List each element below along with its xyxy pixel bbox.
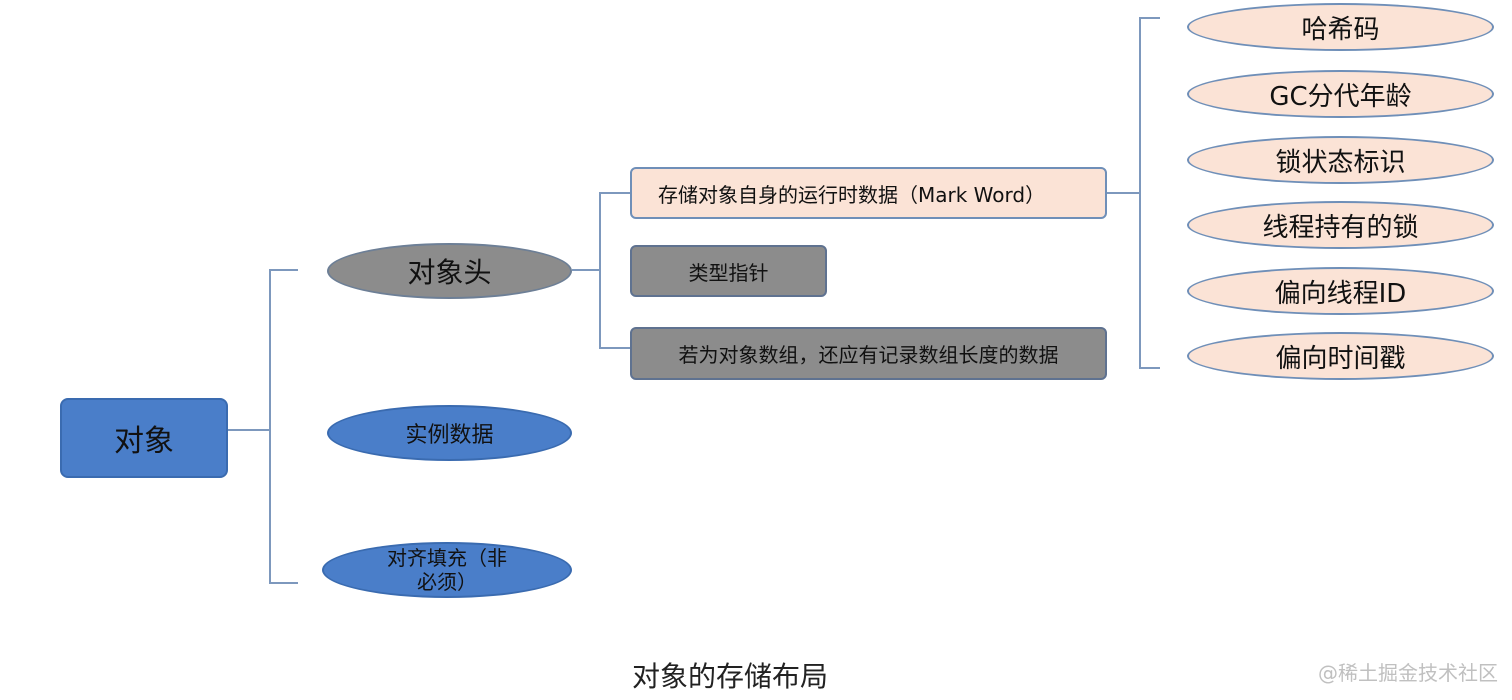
field-thread-lock: 线程持有的锁 [1187,201,1494,249]
field-gc-age-label: GC分代年龄 [1269,81,1412,112]
field-biased-thread-id: 偏向线程ID [1187,267,1494,315]
field-lock-state: 锁状态标识 [1187,136,1494,184]
node-array-length-label: 若为对象数组，还应有记录数组长度的数据 [678,343,1059,367]
field-biased-thread-id-label: 偏向线程ID [1274,278,1407,309]
node-instance-data-label: 实例数据 [405,423,494,448]
field-biased-timestamp-label: 偏向时间戳 [1275,343,1406,374]
node-padding-label: 对齐填充（非 必须） [387,546,507,594]
diagram-caption: 对象的存储布局 [631,660,828,693]
node-instance-data: 实例数据 [327,405,572,461]
node-type-pointer-label: 类型指针 [688,260,769,285]
node-array-length: 若为对象数组，还应有记录数组长度的数据 [630,327,1107,380]
field-gc-age: GC分代年龄 [1187,70,1494,118]
node-padding: 对齐填充（非 必须） [322,542,572,598]
node-mark-word: 存储对象自身的运行时数据（Mark Word） [630,167,1107,219]
field-biased-timestamp: 偏向时间戳 [1187,332,1494,380]
watermark-text: @稀土掘金技术社区 [1318,661,1498,685]
node-object-header-label: 对象头 [407,256,492,289]
root-node-label: 对象 [114,424,174,459]
connector-header-branch [572,192,630,349]
field-thread-lock-label: 线程持有的锁 [1262,212,1419,243]
field-hash-code-label: 哈希码 [1301,14,1380,45]
root-node-object: 对象 [60,398,228,478]
connector-markword-branch [1107,17,1160,369]
field-lock-state-label: 锁状态标识 [1275,147,1406,178]
connector-root-branch [228,269,298,584]
node-object-header: 对象头 [327,243,572,299]
node-type-pointer: 类型指针 [630,245,827,297]
node-mark-word-label: 存储对象自身的运行时数据（Mark Word） [658,182,1046,207]
field-hash-code: 哈希码 [1187,3,1494,51]
